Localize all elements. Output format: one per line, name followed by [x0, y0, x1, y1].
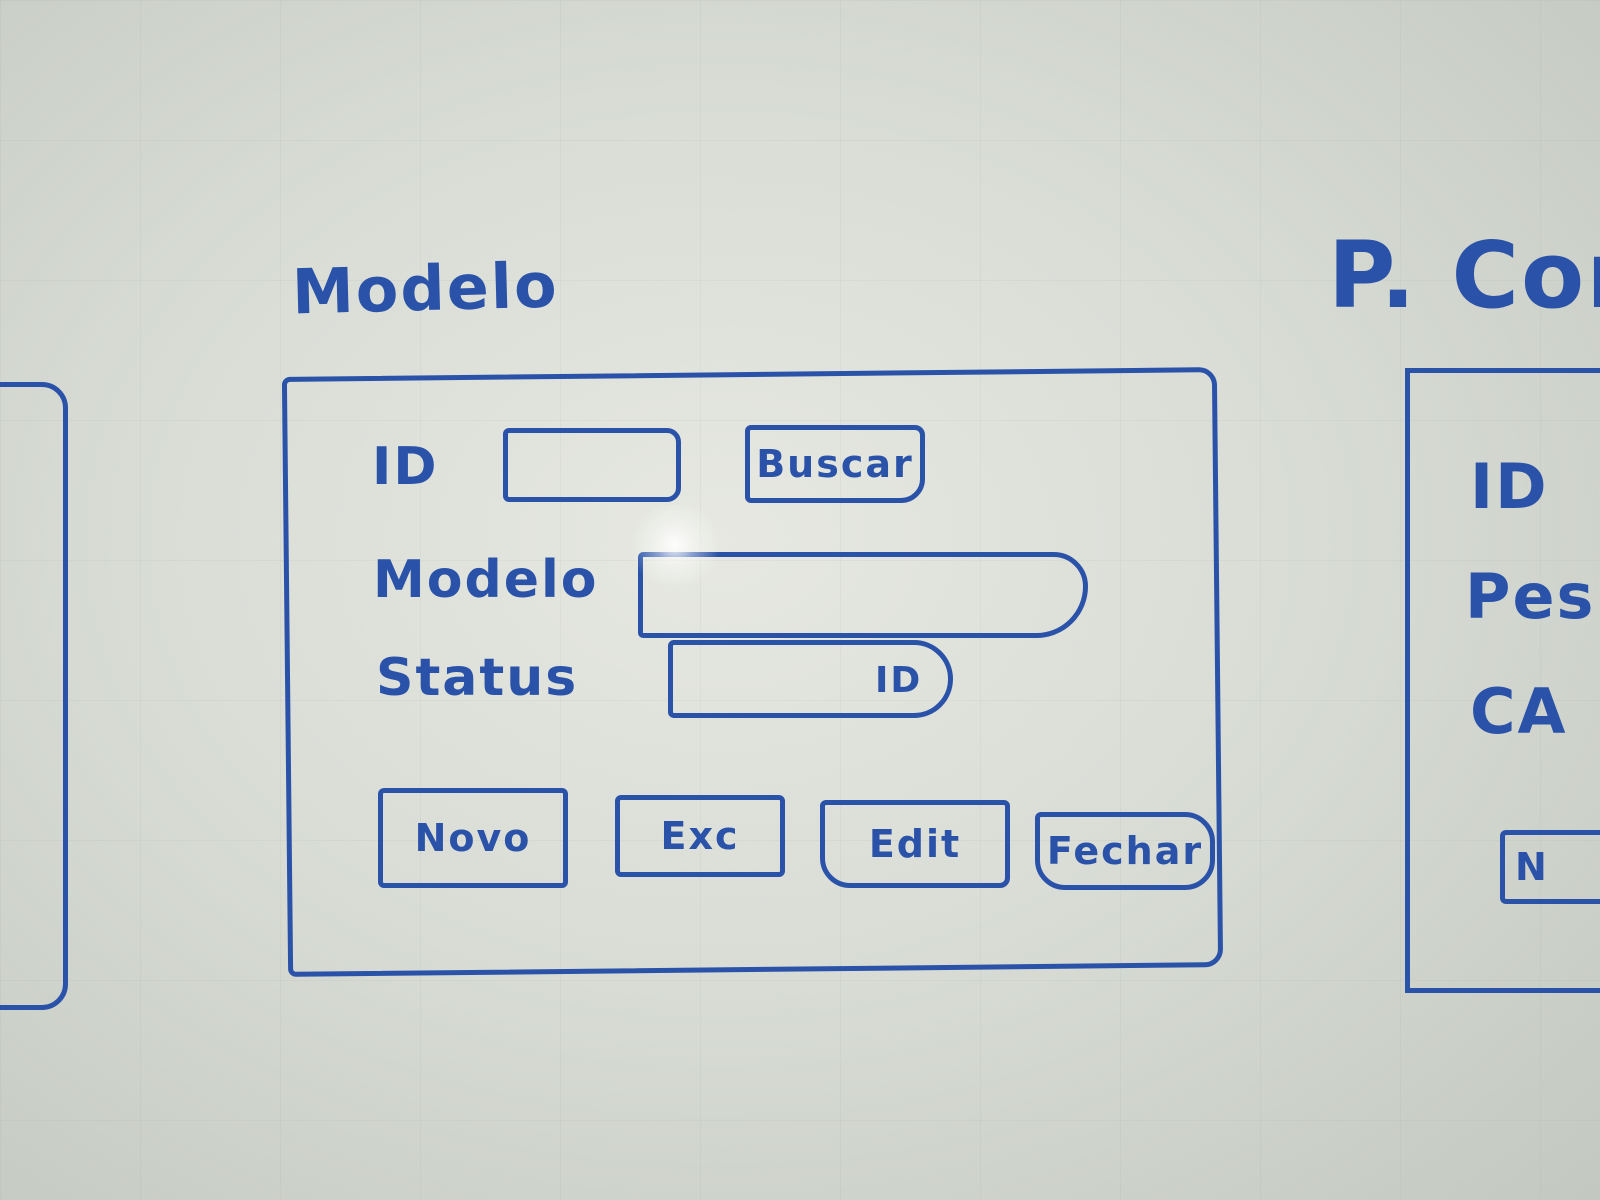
new-button[interactable]: Novo — [378, 788, 568, 888]
delete-button[interactable]: Exc — [615, 795, 785, 877]
status-select-hint: ID — [875, 660, 923, 701]
right-partial-button[interactable]: N — [1500, 830, 1600, 904]
search-button[interactable]: Buscar — [745, 425, 925, 503]
close-button[interactable]: Fechar — [1035, 812, 1215, 890]
right-ca-label: CA — [1470, 675, 1568, 748]
right-panel-title: P. Con — [1328, 222, 1600, 329]
form-title: Modelo — [291, 248, 560, 329]
status-label: Status — [376, 648, 579, 708]
status-select[interactable] — [668, 640, 953, 718]
left-partial-frame — [0, 382, 68, 1010]
right-peso-label: Pes — [1465, 560, 1596, 633]
edit-button[interactable]: Edit — [820, 800, 1010, 888]
right-partial-frame — [1405, 368, 1600, 993]
modelo-label: Modelo — [373, 550, 599, 610]
id-label: ID — [372, 437, 439, 497]
modelo-input[interactable] — [638, 552, 1088, 638]
right-id-label: ID — [1470, 450, 1549, 523]
id-input[interactable] — [503, 428, 681, 502]
